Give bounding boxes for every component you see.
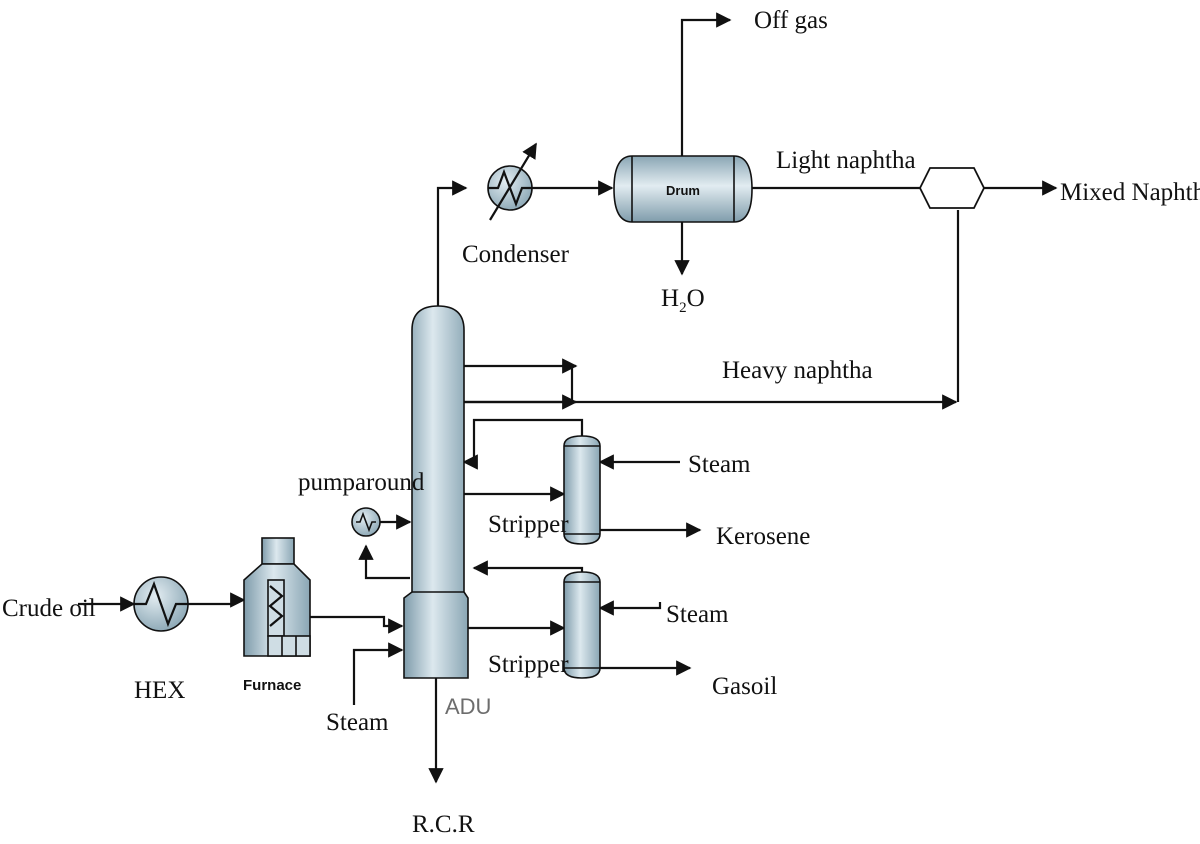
adu-column-icon: [403, 305, 469, 679]
off-gas-line: [680, 12, 732, 157]
light-naphtha-label: Light naphtha: [776, 147, 916, 174]
water-label-o: O: [687, 285, 705, 312]
pumparound-label: pumparound: [298, 469, 425, 496]
adu-label: ADU: [445, 694, 491, 719]
furnace-label: Furnace: [243, 677, 301, 694]
kerosene-label: Kerosene: [716, 523, 810, 550]
water-label-sub: 2: [679, 300, 687, 316]
gasoil-label: Gasoil: [712, 673, 777, 700]
pumparound-draw-line: [358, 544, 410, 580]
steam-kerosene-label: Steam: [688, 451, 751, 478]
rcr-label: R.C.R: [412, 811, 475, 838]
hex-label: HEX: [134, 677, 185, 704]
stripper-2-label: Stripper: [488, 651, 569, 678]
gasoil-steam-line: [598, 600, 662, 616]
drum-icon: [613, 155, 753, 223]
stripper-1-label: Stripper: [488, 511, 569, 538]
condenser-label: Condenser: [462, 241, 570, 268]
hex-to-furnace-line: [188, 592, 246, 608]
steam-gasoil-label: Steam: [666, 601, 729, 628]
drum-label: Drum: [666, 183, 700, 198]
adu-overhead-line: [436, 180, 468, 308]
stripper-2-icon: [563, 571, 601, 679]
water-label-h: H: [661, 285, 679, 312]
water-label: H2O: [661, 285, 705, 316]
mixer-icon: [918, 167, 986, 209]
condenser-icon: [487, 142, 537, 221]
kerosene-vapor-return: [462, 418, 584, 470]
mixed-naphtha-label: Mixed Naphtha: [1060, 179, 1200, 206]
heavy-naphtha-label: Heavy naphtha: [722, 357, 873, 384]
steam-to-adu-line: [352, 642, 404, 705]
furnace-to-adu-line: [310, 615, 404, 634]
steam-bottom-label: Steam: [326, 709, 389, 736]
stripper-1-icon: [563, 435, 601, 545]
pumparound-exchanger-icon: [351, 507, 381, 537]
furnace-icon: [243, 537, 311, 657]
crude-oil-label: Crude oil: [2, 595, 96, 622]
off-gas-label: Off gas: [754, 7, 828, 34]
heat-exchanger-icon: [133, 576, 189, 632]
